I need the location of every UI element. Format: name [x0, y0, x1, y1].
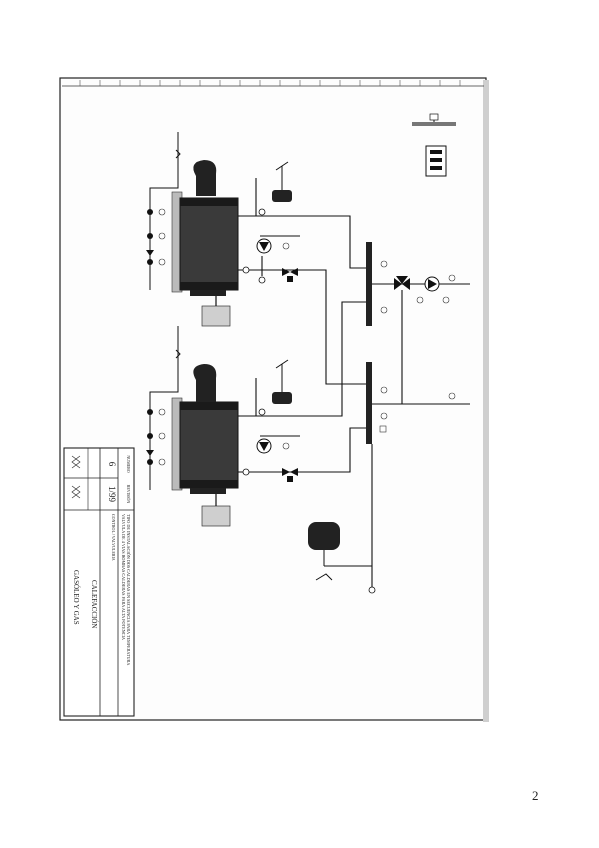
boiler-1-valves [242, 208, 298, 284]
boiler-2-valves [242, 408, 298, 482]
boiler-1 [171, 160, 239, 327]
manufacturer-logo [71, 455, 81, 499]
boiler-1-flue [201, 305, 231, 327]
title-block-label-left: CONTROL / VALVULERIA [111, 514, 116, 561]
title-block-main-title: GASÓLEO Y GAS [72, 570, 80, 625]
secondary-sensors [379, 260, 456, 433]
page-number: 2 [532, 788, 539, 803]
control-panel [425, 145, 447, 177]
boiler-2-pump [256, 438, 290, 454]
main-expansion-tank [308, 522, 376, 594]
fuel-valves [146, 209, 154, 465]
title-block [63, 447, 135, 717]
secondary-pump [416, 274, 456, 304]
boiler-1-body [179, 197, 239, 291]
title-block-rev-value: 1/99 [107, 486, 117, 503]
ground-symbol [412, 113, 456, 126]
flow-header [366, 242, 372, 326]
four-way-valve [394, 276, 410, 290]
boiler-2-expansion-vessel [272, 359, 292, 404]
boiler-2-burner [193, 364, 217, 402]
title-block-system-desc-2: VALVULA DE 4 VIAS BOMBAS CALDERAS PARA A… [121, 514, 126, 640]
title-block-rev-label: REVISIÓN [126, 485, 131, 504]
boiler-2-body [179, 401, 239, 489]
title-block-subtitle: CALEFACCIÓN [90, 580, 98, 628]
boiler-1-burner [193, 160, 217, 196]
title-block-system-desc-1: TIPO DE INSTALACIÓN DOS CALDERAS EN SECU… [126, 514, 131, 665]
title-block-num-label: NUMERO [126, 455, 131, 472]
boiler-2-flue [201, 505, 231, 527]
boiler-1-expansion-vessel [272, 161, 292, 202]
boiler-1-pump [256, 238, 290, 254]
boiler-2 [171, 364, 239, 527]
fuel-valve-tags [158, 208, 166, 466]
sheet-edge-shadow [483, 80, 489, 722]
ruler-ticks [79, 80, 461, 86]
return-header [366, 362, 372, 444]
title-block-num-value: 6 [107, 462, 117, 467]
